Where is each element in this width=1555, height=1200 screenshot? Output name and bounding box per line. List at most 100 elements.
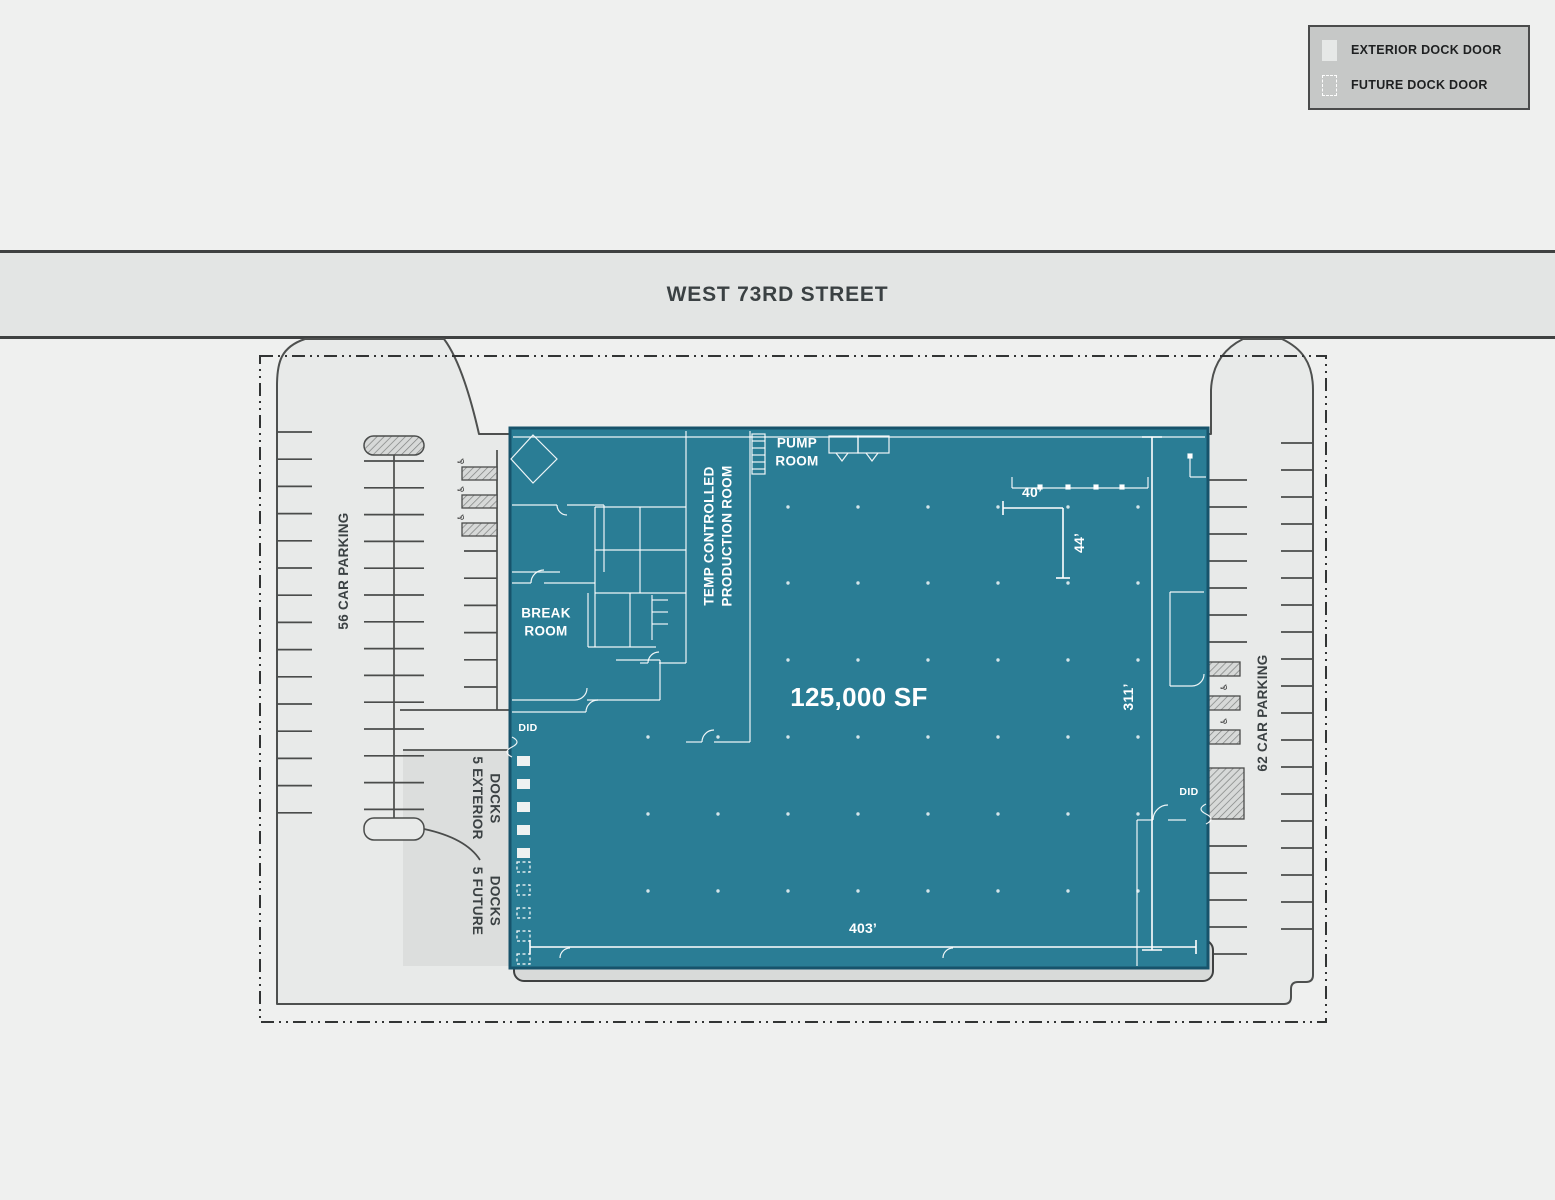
drive-in-door-west bbox=[506, 736, 518, 758]
hatched-ramp bbox=[1208, 661, 1241, 677]
column-dot bbox=[1066, 581, 1070, 585]
legend-label: FUTURE DOCK DOOR bbox=[1351, 78, 1488, 92]
dock-apron bbox=[403, 750, 512, 966]
column-dot bbox=[926, 735, 930, 739]
column-dot bbox=[856, 658, 860, 662]
column-dot bbox=[1136, 735, 1140, 739]
column-dot bbox=[1136, 889, 1140, 893]
column-dot bbox=[926, 581, 930, 585]
column-dot bbox=[996, 658, 1000, 662]
future-dock-door bbox=[516, 861, 531, 873]
column-dot bbox=[926, 812, 930, 816]
legend-item-exterior-dock-door: EXTERIOR DOCK DOOR bbox=[1322, 38, 1528, 62]
future-dock-door-swatch bbox=[1322, 74, 1337, 96]
hatched-ramp bbox=[461, 494, 498, 509]
break-room-label: BREAK ROOM bbox=[521, 605, 571, 638]
exterior-dock-door bbox=[517, 756, 530, 766]
parking-island-end bbox=[363, 817, 425, 841]
column-dot bbox=[926, 505, 930, 509]
bay-width-dimension: 40’ bbox=[1021, 483, 1043, 500]
column-dot bbox=[786, 735, 790, 739]
column-grid-dots bbox=[646, 505, 1140, 893]
column-dot bbox=[1136, 505, 1140, 509]
exterior-dock-door bbox=[517, 779, 530, 789]
future-dock-door bbox=[516, 884, 531, 896]
column-dot bbox=[716, 735, 720, 739]
column-dot bbox=[786, 505, 790, 509]
column-dot bbox=[856, 505, 860, 509]
production-room-label: TEMP CONTROLLED PRODUCTION ROOM bbox=[701, 465, 734, 607]
exterior-dock-door bbox=[517, 802, 530, 812]
column-dot bbox=[1066, 889, 1070, 893]
parking-stripes bbox=[277, 431, 1313, 955]
future-dock-door bbox=[516, 930, 531, 942]
east-parking-label: 62 CAR PARKING bbox=[1255, 654, 1271, 772]
column-dot bbox=[926, 658, 930, 662]
column-dot bbox=[786, 581, 790, 585]
legend-label: EXTERIOR DOCK DOOR bbox=[1351, 43, 1502, 57]
column-dot bbox=[1136, 581, 1140, 585]
exterior-docks-label: 5 EXTERIOR DOCKS bbox=[470, 756, 503, 840]
column-dot bbox=[996, 581, 1000, 585]
dock-door-markers bbox=[516, 756, 531, 965]
property-line bbox=[259, 355, 1327, 1023]
vestibule bbox=[510, 434, 558, 484]
svg-text:♿: ♿ bbox=[1220, 683, 1230, 691]
svg-text:♿: ♿ bbox=[457, 485, 467, 493]
hatched-ramp bbox=[1208, 695, 1241, 711]
column-dot bbox=[856, 812, 860, 816]
legend: EXTERIOR DOCK DOOR FUTURE DOCK DOOR bbox=[1308, 25, 1530, 110]
exterior-dock-door bbox=[517, 848, 530, 858]
exterior-dock-door bbox=[517, 825, 530, 835]
column-dot bbox=[646, 812, 650, 816]
future-dock-door bbox=[516, 953, 531, 965]
street-name: WEST 73RD STREET bbox=[666, 282, 889, 306]
column-dot bbox=[996, 735, 1000, 739]
column-dot bbox=[996, 889, 1000, 893]
column-dot bbox=[716, 812, 720, 816]
svg-text:♿: ♿ bbox=[457, 457, 467, 465]
column-dot bbox=[646, 889, 650, 893]
building-depth-dimension: 311’ bbox=[1119, 683, 1136, 711]
column-dot bbox=[996, 812, 1000, 816]
column-dot bbox=[786, 658, 790, 662]
east-parking-lot bbox=[1208, 661, 1245, 820]
column-dot bbox=[1136, 658, 1140, 662]
column-dot bbox=[1066, 735, 1070, 739]
svg-text:♿: ♿ bbox=[1220, 717, 1230, 725]
column-dot bbox=[856, 889, 860, 893]
street-band: WEST 73RD STREET bbox=[0, 250, 1555, 339]
column-dot bbox=[856, 581, 860, 585]
drive-in-door-east-label: DID bbox=[1179, 786, 1199, 799]
building-width-dimension: 403’ bbox=[848, 919, 878, 936]
accessible-parking-icons: ♿ ♿ ♿ ♿ ♿ bbox=[457, 457, 1230, 725]
hatched-ramp bbox=[461, 466, 498, 481]
column-dot bbox=[646, 735, 650, 739]
dimension-lines bbox=[529, 436, 1197, 954]
building-area-label: 125,000 SF bbox=[790, 682, 928, 713]
west-parking-lot bbox=[277, 431, 1313, 955]
column-dot bbox=[1136, 812, 1140, 816]
building-interior-linework bbox=[506, 431, 1212, 966]
column-dot bbox=[786, 812, 790, 816]
svg-text:♿: ♿ bbox=[457, 513, 467, 521]
legend-item-future-dock-door: FUTURE DOCK DOOR bbox=[1322, 73, 1528, 97]
west-parking-label: 56 CAR PARKING bbox=[336, 512, 352, 630]
column-dot bbox=[926, 889, 930, 893]
column-dot bbox=[1066, 505, 1070, 509]
drive-in-door-east bbox=[1200, 803, 1212, 825]
column-dot bbox=[1066, 658, 1070, 662]
future-dock-door bbox=[516, 907, 531, 919]
hatched-ramp bbox=[461, 522, 498, 537]
drive-in-door-west-label: DID bbox=[518, 722, 538, 735]
column-dot bbox=[1066, 812, 1070, 816]
exterior-dock-door-swatch bbox=[1322, 39, 1337, 61]
column-dot bbox=[716, 889, 720, 893]
hatched-ramp bbox=[1208, 729, 1241, 745]
column-dot bbox=[856, 735, 860, 739]
pump-room-label: PUMP ROOM bbox=[775, 435, 819, 468]
hatched-ramp-large bbox=[1208, 767, 1245, 820]
column-dot bbox=[786, 889, 790, 893]
